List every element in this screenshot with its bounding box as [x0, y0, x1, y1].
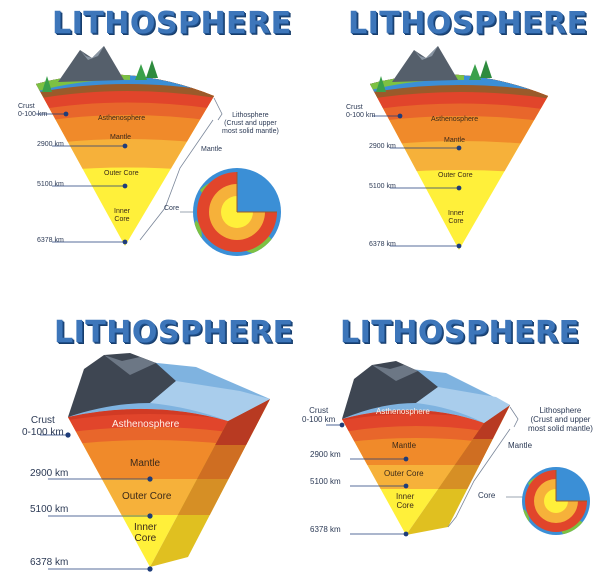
- depth-5100-label: 5100 km: [30, 504, 69, 515]
- core-callout-label: Core: [478, 491, 496, 500]
- earth-wedge-diagram: [370, 46, 548, 251]
- depth-6378-label: 6378 km: [369, 241, 396, 248]
- asthenosphere-label: Asthenosphere: [431, 116, 479, 123]
- mantle-callout-label: Mantle: [508, 441, 533, 450]
- mantle-label: Mantle: [392, 441, 417, 450]
- mountain-icon: [68, 353, 176, 417]
- crust-label: Crust 0-100 km: [346, 104, 376, 120]
- inner-core-label: Inner Core: [114, 208, 130, 223]
- depth-2900-label: 2900 km: [30, 468, 69, 479]
- crust-label: Crust 0-100 km: [18, 103, 48, 119]
- outer-core-label: Outer Core: [122, 491, 172, 502]
- depth-5100-label: 5100 km: [37, 181, 64, 188]
- depth-2900-label: 2900 km: [37, 141, 64, 148]
- outer-core-label: Outer Core: [438, 172, 473, 179]
- depth-6378-label: 6378 km: [30, 557, 69, 568]
- mantle-label: Mantle: [130, 458, 161, 469]
- inner-core-label: Inner Core: [134, 522, 157, 544]
- outer-core-label: Outer Core: [384, 469, 424, 478]
- mantle-label: Mantle: [110, 134, 132, 141]
- depth-pointers: [36, 111, 128, 245]
- depth-5100-label: 5100 km: [310, 477, 341, 486]
- inner-core-label: Inner Core: [396, 492, 415, 510]
- wedge-layers: [370, 74, 548, 251]
- asthenosphere-label: Asthenosphere: [376, 407, 430, 416]
- crust-label: Crust 0-100 km: [302, 406, 336, 425]
- crust-label: Crust 0-100 km: [22, 415, 64, 438]
- tree-icon: [42, 76, 52, 92]
- depth-pointers: [40, 432, 153, 572]
- asthenosphere-label: Asthenosphere: [98, 115, 146, 122]
- depth-pointers: [326, 422, 409, 537]
- tree-icon: [146, 60, 158, 78]
- mountain-icon: [342, 361, 438, 419]
- lithosphere-callout-label: Lithosphere (Crust and upper most solid …: [528, 406, 593, 434]
- depth-6378-label: 6378 km: [310, 525, 341, 534]
- inner-core-label: Inner Core: [448, 210, 464, 225]
- asthenosphere-label: Asthenosphere: [112, 419, 180, 430]
- mountain-highlight: [372, 365, 418, 381]
- panel-title: LITHOSPHERE: [348, 6, 588, 41]
- depth-2900-label: 2900 km: [310, 450, 341, 459]
- depth-pointers: [372, 113, 462, 249]
- panel-bottom-left: LITHOSPHERE: [0, 295, 306, 587]
- panel-top-right: LITHOSPHERE Crust 0-100 km 2900 km 5100: [306, 0, 612, 290]
- land-layer: [370, 74, 464, 97]
- panel-title: LITHOSPHERE: [54, 315, 294, 350]
- mountain-icon: [392, 46, 458, 82]
- tree-icon: [135, 64, 147, 80]
- depth-2900-label: 2900 km: [369, 143, 396, 150]
- earth-block-diagram: [40, 353, 270, 572]
- earth-globe: [193, 168, 281, 256]
- lithosphere-callout-label: Lithosphere (Crust and upper most solid …: [222, 112, 279, 136]
- panel-bottom-right: LITHOSPHERE: [302, 295, 612, 587]
- earth-globe: [522, 467, 590, 535]
- core-callout-label: Core: [164, 205, 180, 212]
- earth-wedge-diagram: [36, 46, 281, 256]
- tree-icon: [480, 60, 492, 78]
- outer-core-label: Outer Core: [104, 170, 139, 177]
- mantle-callout-label: Mantle: [201, 146, 223, 153]
- mountain-highlight: [104, 355, 156, 375]
- panel-title: LITHOSPHERE: [52, 6, 292, 41]
- panel-top-left: LITHOSPHERE: [0, 0, 306, 290]
- mantle-label: Mantle: [444, 137, 466, 144]
- ocean-surface-light: [150, 381, 270, 421]
- mountain-highlight: [414, 46, 438, 60]
- mountain-highlight: [80, 46, 104, 60]
- earth-block-diagram: [326, 361, 590, 537]
- depth-5100-label: 5100 km: [369, 183, 396, 190]
- panel-title: LITHOSPHERE: [340, 315, 580, 350]
- mountain-icon: [58, 46, 124, 82]
- tree-icon: [376, 76, 386, 92]
- tree-icon: [469, 64, 481, 80]
- depth-6378-label: 6378 km: [37, 237, 64, 244]
- ocean-surface-light: [416, 387, 510, 423]
